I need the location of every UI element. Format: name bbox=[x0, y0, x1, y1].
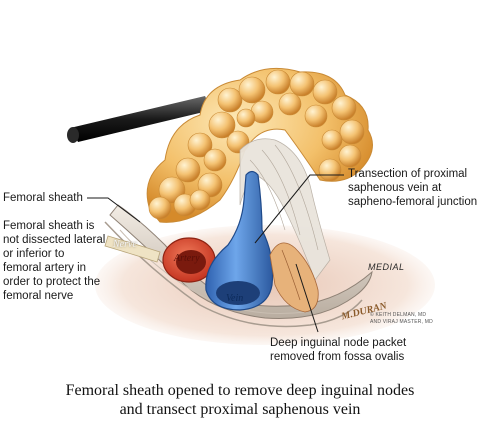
caption-line-2: and transect proximal saphenous vein bbox=[119, 401, 361, 418]
label-artery: Artery bbox=[174, 253, 200, 264]
retractor bbox=[70, 96, 212, 142]
credit-line-1: © KEITH DELMAN, MD bbox=[370, 312, 427, 318]
label-medial: MEDIAL bbox=[368, 262, 405, 272]
caption-line-1: Femoral sheath opened to remove deep ing… bbox=[65, 382, 415, 399]
vein-shape bbox=[205, 170, 274, 311]
label-node-packet: Deep inguinal node packet removed from f… bbox=[270, 337, 407, 363]
leader-lines bbox=[87, 174, 344, 333]
credit-line-2: AND VIRAJ MASTER, MD bbox=[370, 319, 433, 325]
label-vein: Vein bbox=[226, 293, 244, 304]
label-femoral-sheath: Femoral sheath bbox=[3, 192, 83, 204]
label-nerve: Nerve bbox=[113, 239, 137, 250]
label-transection: Transection of proximal saphenous vein a… bbox=[348, 168, 478, 208]
nerve-shape bbox=[104, 235, 161, 263]
label-sheath-note: Femoral sheath is not dissected lateral … bbox=[3, 220, 106, 302]
fat-lobules bbox=[148, 69, 365, 220]
figure-caption: Femoral sheath opened to remove deep ing… bbox=[0, 381, 480, 419]
